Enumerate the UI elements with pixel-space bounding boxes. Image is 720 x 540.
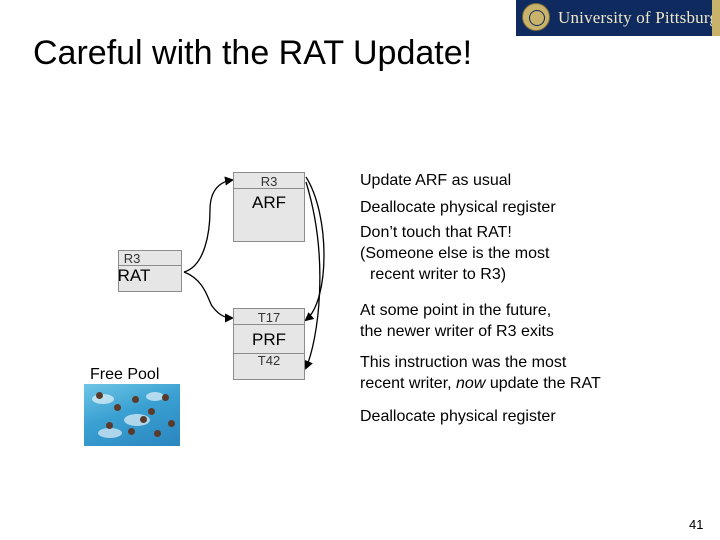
logo-accent xyxy=(712,0,720,36)
arf-row-r3: R3 xyxy=(260,174,278,189)
logo-text: University of Pittsburgh xyxy=(558,8,720,27)
arrow-rat-to-arf xyxy=(183,176,234,273)
prf-box: T17 PRF T42 xyxy=(233,308,305,380)
note-future: At some point in the future, xyxy=(360,302,552,319)
arrow-rat-to-prf xyxy=(183,271,234,323)
rat-row-r3: R3 xyxy=(123,251,141,266)
rat-row-divider xyxy=(119,265,181,266)
rat-box: R3 RAT xyxy=(118,250,182,292)
university-logo: University of Pittsburgh xyxy=(516,0,720,36)
note-deallocate-2: Deallocate physical register xyxy=(360,408,556,425)
note-update-arf: Update ARF as usual xyxy=(360,172,512,189)
free-pool-image xyxy=(84,384,180,446)
university-seal-icon xyxy=(522,3,550,31)
page-number: 41 xyxy=(689,517,704,532)
slide-title: Careful with the RAT Update! xyxy=(33,34,473,72)
prf-label: PRF xyxy=(252,330,286,349)
note-this-instruction: This instruction was the most xyxy=(360,354,567,371)
prf-row-divider-bottom xyxy=(234,353,304,354)
note-recent-writer: recent writer to R3) xyxy=(370,266,507,283)
note-newer-writer: the newer writer of R3 exits xyxy=(360,323,554,340)
prf-row-t42: T42 xyxy=(257,353,281,368)
arf-box: R3 ARF xyxy=(233,172,305,242)
note-update-rat-post: update the RAT xyxy=(485,375,601,392)
note-update-rat-em: now xyxy=(456,375,486,392)
arf-row-divider xyxy=(234,188,304,189)
note-dont-touch-rat: Don’t touch that RAT! xyxy=(360,224,512,241)
arrow-arf-to-prf xyxy=(304,176,325,322)
free-pool-label: Free Pool xyxy=(90,366,160,383)
prf-row-t17: T17 xyxy=(257,310,281,325)
rat-label: RAT xyxy=(117,266,151,285)
note-update-rat-pre: recent writer, xyxy=(360,375,457,392)
note-someone-else: (Someone else is the most xyxy=(360,245,550,262)
arf-label: ARF xyxy=(252,193,286,212)
note-deallocate-1: Deallocate physical register xyxy=(360,199,556,216)
arrow-prf-to-pool xyxy=(304,181,321,370)
prf-row-divider-top xyxy=(234,324,304,325)
note-update-rat: recent writer, now update the RAT xyxy=(360,373,601,394)
